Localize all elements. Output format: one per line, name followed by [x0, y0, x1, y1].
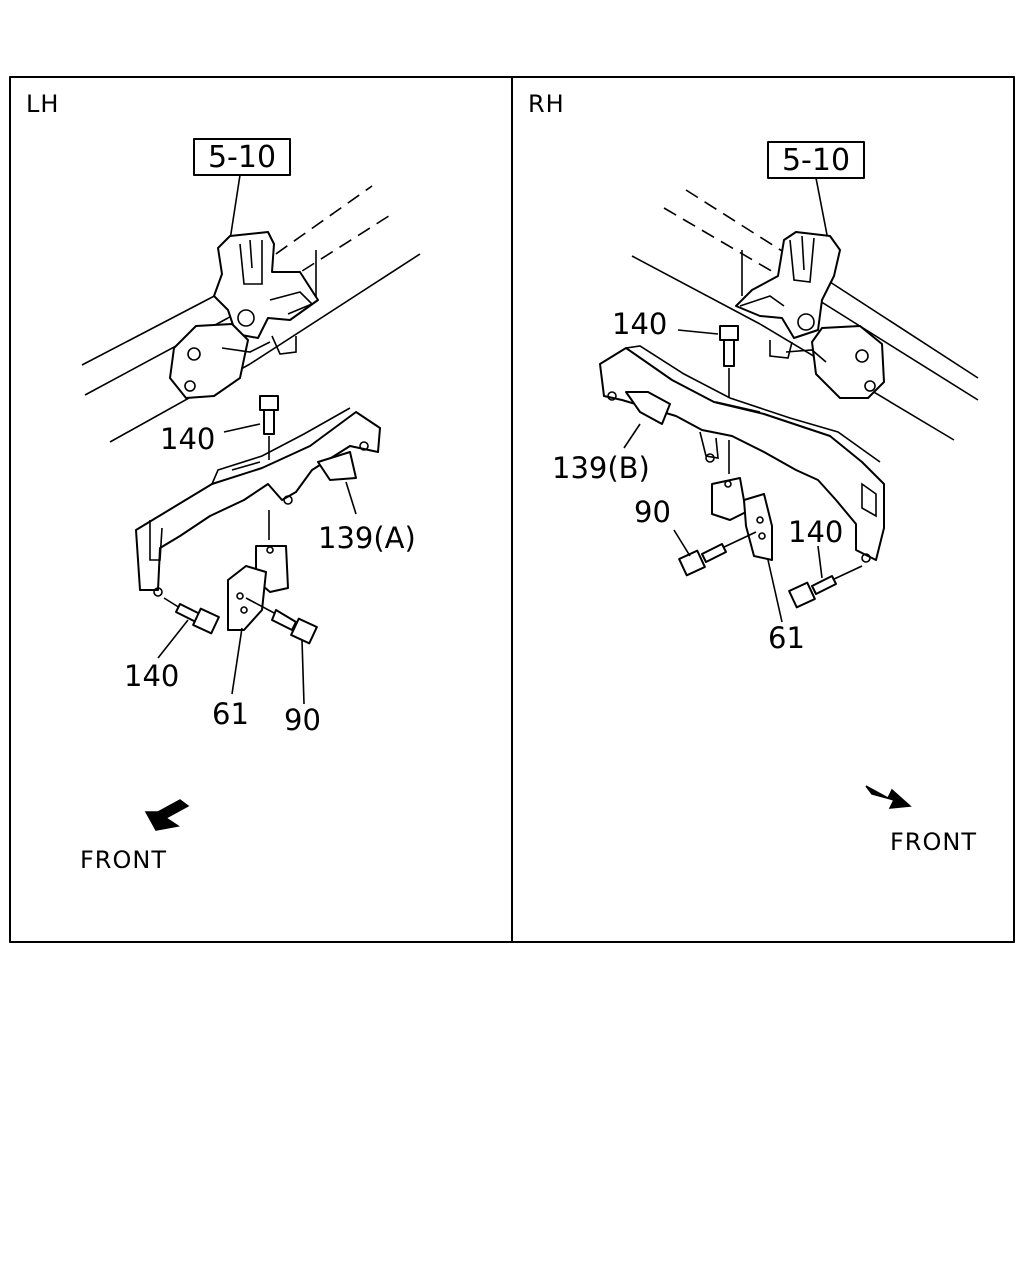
right-callout-bolt-side: 140 — [788, 515, 843, 549]
left-ref-box-label: 5-10 — [208, 140, 276, 175]
left-bolt-90 — [245, 597, 318, 645]
right-callout-bracket: 139(B) — [552, 451, 650, 485]
left-bolt-90-leader — [301, 639, 305, 705]
right-bracket-139b — [599, 345, 885, 563]
left-callout-bolt-top: 140 — [160, 422, 215, 456]
left-front-label: FRONT — [80, 846, 167, 874]
right-front-arrow-icon — [865, 785, 912, 809]
right-front-label: FRONT — [890, 828, 977, 856]
left-callout-bracket: 139(A) — [318, 521, 416, 555]
left-bracket-139a — [135, 407, 381, 597]
right-bolt-side — [788, 565, 863, 609]
right-bolt-90-leader — [673, 529, 691, 557]
right-bolt-90 — [678, 531, 757, 577]
right-plate-61 — [711, 477, 773, 561]
left-callout-bolt-90: 90 — [284, 703, 321, 737]
left-front-arrow-icon — [144, 799, 190, 831]
right-bolt-side-leader — [817, 545, 823, 579]
right-bracket-leader — [623, 423, 641, 449]
left-engine-mount — [213, 231, 319, 355]
left-callout-bolt-side: 140 — [124, 659, 179, 693]
left-bracket-leader — [345, 481, 357, 515]
right-callout-bolt-top: 140 — [612, 307, 667, 341]
left-ref-box — [193, 138, 291, 176]
right-callout-plate: 61 — [768, 621, 805, 655]
right-bolt-top-leader — [677, 329, 719, 335]
left-bolt-top — [259, 395, 279, 460]
left-plate-leader — [231, 627, 243, 695]
left-ref-leader — [229, 174, 241, 241]
left-panel: LH 5-10 — [26, 90, 421, 874]
right-panel-title: RH — [528, 90, 565, 118]
right-plate-leader — [767, 559, 783, 623]
left-callout-plate: 61 — [212, 697, 249, 731]
left-frame-bracket — [169, 323, 271, 399]
right-ref-box-label: 5-10 — [782, 143, 850, 178]
right-callout-bolt-90: 90 — [634, 495, 671, 529]
left-bolt-top-leader — [223, 423, 261, 433]
right-panel: RH 5-10 — [528, 90, 979, 856]
right-bolt-top — [719, 325, 739, 398]
left-bolt-side-leader — [157, 619, 189, 659]
right-engine-mount — [735, 231, 841, 359]
right-ref-leader — [815, 177, 829, 241]
right-frame-bracket — [785, 325, 885, 399]
left-panel-title: LH — [26, 90, 59, 118]
left-bolt-side — [163, 597, 220, 635]
